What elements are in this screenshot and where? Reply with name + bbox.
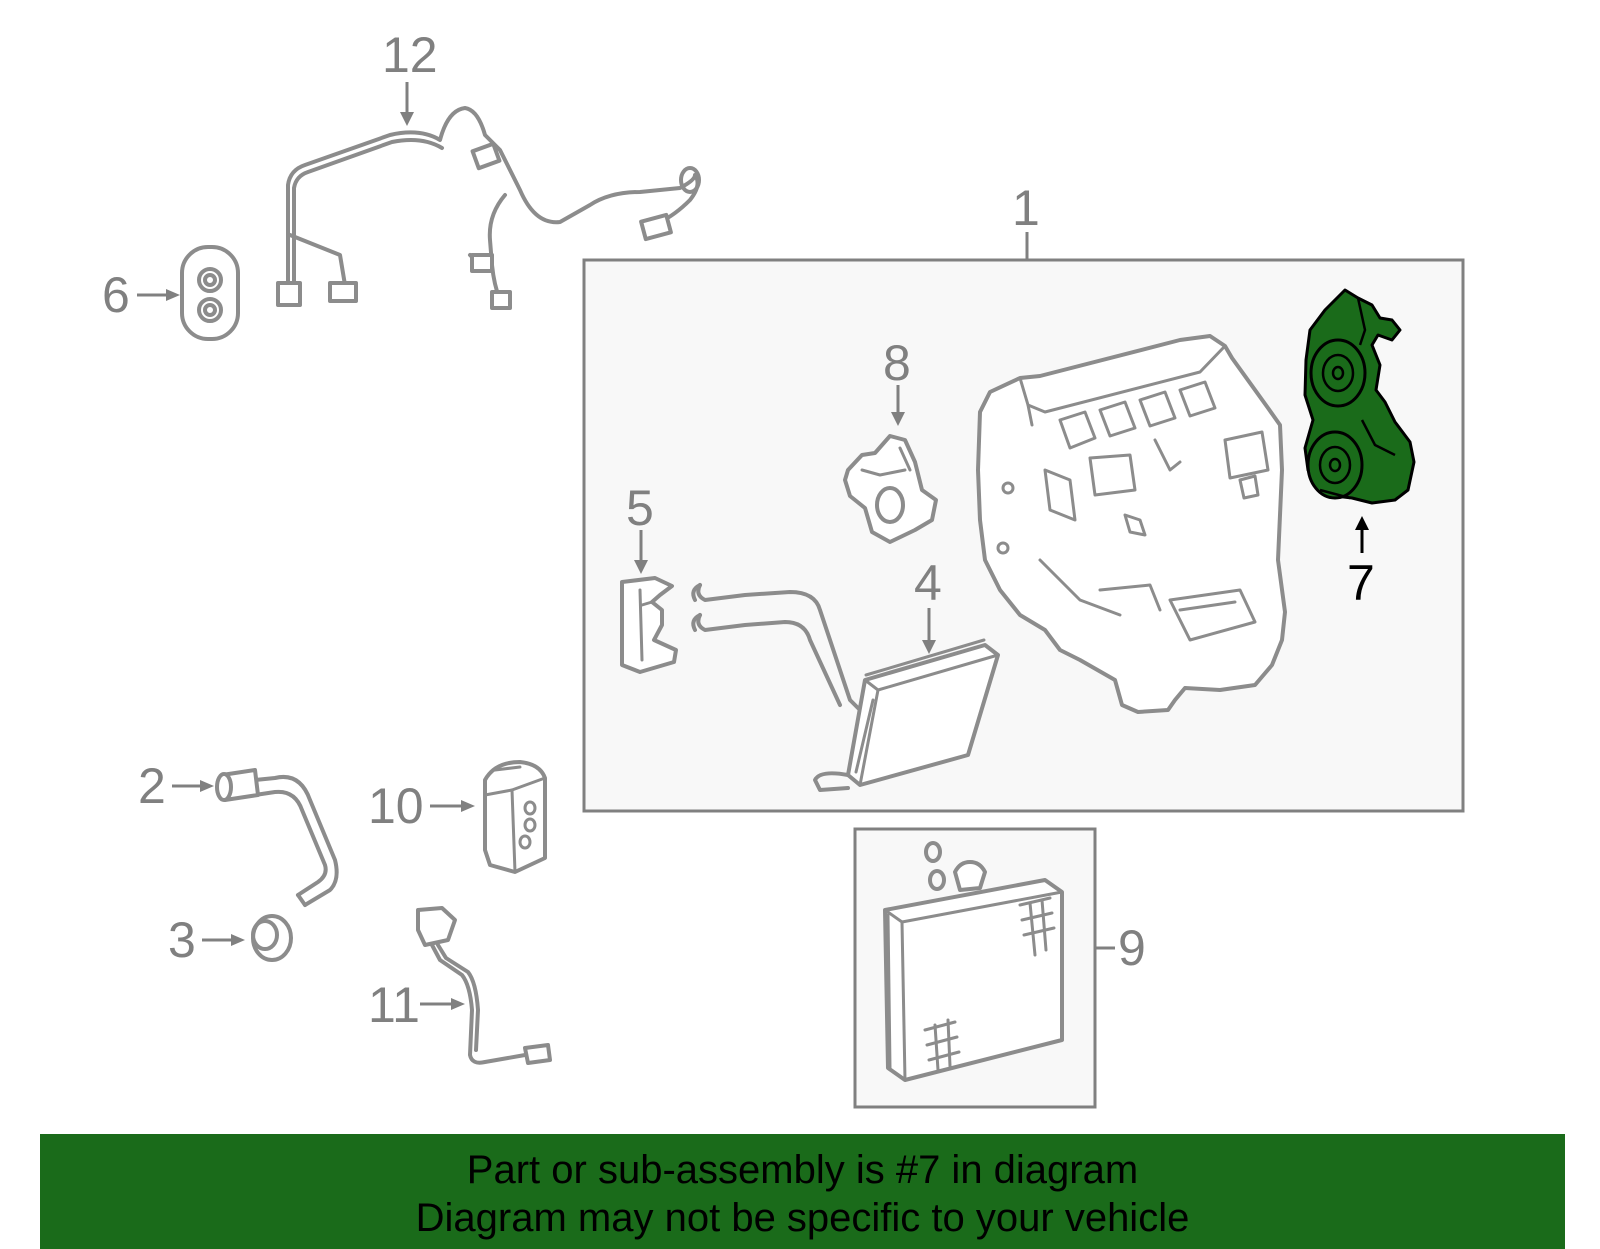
part-11-sensor[interactable] [416,906,552,1065]
callout-7: 7 [1347,555,1375,611]
callout-6: 6 [102,267,130,323]
callout-3: 3 [168,912,196,968]
callout-10: 10 [368,778,424,834]
callout-2: 2 [138,758,166,814]
part-5-bracket[interactable] [620,576,678,674]
callout-1: 1 [1012,180,1040,236]
callout-11: 11 [368,977,420,1033]
notice-banner: Part or sub-assembly is #7 in diagram Di… [40,1134,1565,1249]
part-3-plug[interactable] [251,914,293,962]
part-7-blower-motor[interactable] [1303,288,1416,505]
banner-line-2: Diagram may not be specific to your vehi… [415,1196,1190,1240]
part-4-heater-core[interactable] [691,583,1000,792]
callout-9: 9 [1118,920,1146,976]
part-6-grommet[interactable] [180,245,240,341]
part-8-actuator[interactable] [843,434,938,544]
callout-5: 5 [626,480,654,536]
part-10-expansion-valve[interactable] [483,760,547,874]
part-12-wire-harness[interactable] [276,106,701,310]
part-9-evaporator[interactable] [883,841,1064,1082]
part-1-hvac-case[interactable] [976,334,1287,714]
callout-12: 12 [382,27,438,83]
callout-8: 8 [883,335,911,391]
part-2-hose[interactable] [215,768,339,907]
callout-4: 4 [914,555,942,611]
banner-line-1: Part or sub-assembly is #7 in diagram [466,1148,1139,1192]
